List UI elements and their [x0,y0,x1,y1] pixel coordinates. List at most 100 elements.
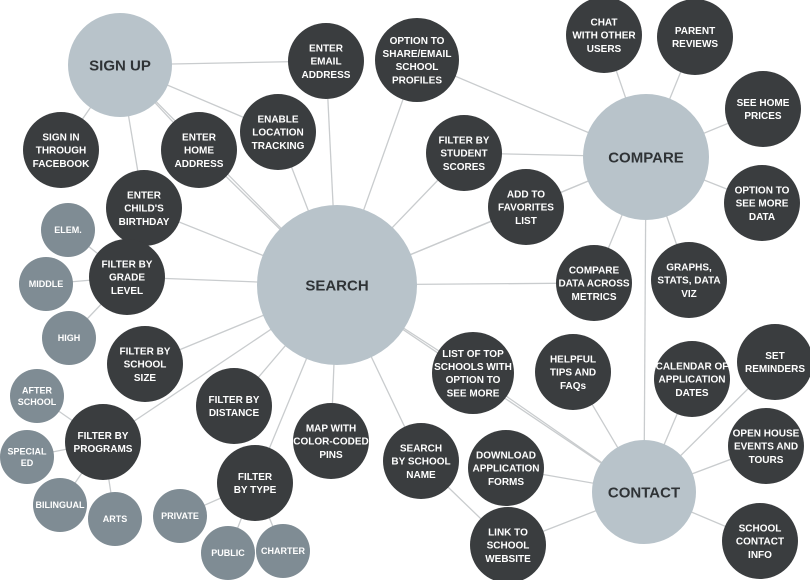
feature-circle-location [240,94,316,170]
feature-circle-graphs [651,242,727,318]
option-label-arts: ARTS [103,514,128,524]
feature-circle-website [470,507,546,580]
option-label-private: PRIVATE [161,511,199,521]
hub-label-search: SEARCH [305,277,368,294]
option-label-charter: CHARTER [261,546,305,556]
option-circle-afterschool [10,369,64,423]
feature-circle-chat [566,0,642,73]
option-node-elem: ELEM. [41,203,95,257]
option-circle-charter [256,524,310,578]
option-circle-bilingual [33,478,87,532]
option-circle-middle [19,257,73,311]
feature-circle-type [217,445,293,521]
option-node-arts: ARTS [88,492,142,546]
option-label-public: PUBLIC [211,548,245,558]
feature-circle-prices [725,71,801,147]
option-circle-arts [88,492,142,546]
option-label-bilingual: BILINGUAL [36,500,85,510]
feature-circle-reminders [737,324,810,400]
feature-circle-facebook [23,112,99,188]
feature-circle-download [468,430,544,506]
option-label-middle: MIDDLE [29,279,64,289]
feature-circle-byname [383,423,459,499]
option-node-charter: CHARTER [256,524,310,578]
hub-node-compare: COMPARE [583,94,709,220]
feature-circle-topschools [432,332,514,414]
option-circle-public [201,526,255,580]
option-circle-elem [41,203,95,257]
hub-label-signup: SIGN UP [89,57,151,74]
feature-circle-programs [65,404,141,480]
option-node-bilingual: BILINGUAL [33,478,87,532]
hub-node-search: SEARCH [257,205,417,365]
feature-circle-contactinfo [722,503,798,579]
hub-label-contact: CONTACT [608,484,680,501]
option-circle-specialed [0,430,54,484]
option-label-high: HIGH [58,333,81,343]
feature-circle-email [288,23,364,99]
feature-circle-tips [535,334,611,410]
hub-node-contact: CONTACT [592,440,696,544]
feature-circle-grade [89,239,165,315]
feature-circle-distance [196,368,272,444]
hub-circle-signup [68,13,172,117]
feature-circle-size [107,326,183,402]
feature-circle-scores [426,115,502,191]
hub-circle-contact [592,440,696,544]
feature-circle-moredata [724,165,800,241]
option-node-private: PRIVATE [153,489,207,543]
hub-circle-search [257,205,417,365]
feature-circle-map [293,403,369,479]
feature-circle-openhouse [728,408,804,484]
feature-circle-calendar [654,341,730,417]
